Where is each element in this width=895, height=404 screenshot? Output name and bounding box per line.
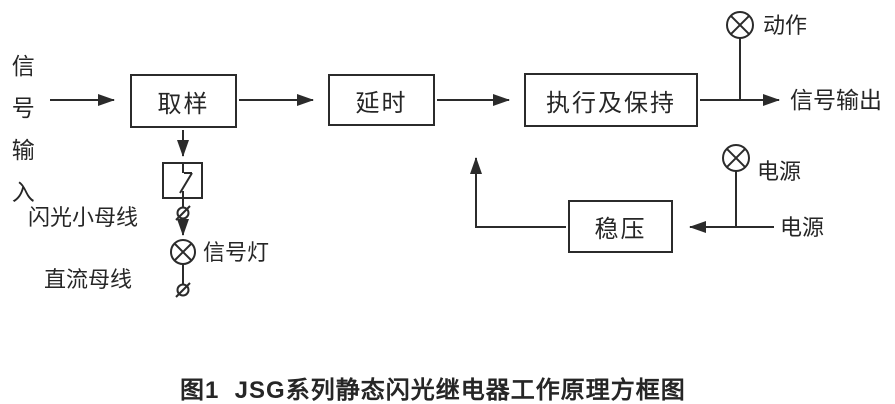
action-lamp-icon bbox=[726, 11, 754, 39]
block-sampling-label: 取样 bbox=[157, 90, 210, 118]
power-lamp-icon bbox=[722, 144, 750, 172]
power-source-label: 电源 bbox=[780, 215, 825, 240]
signal-lamp-icon bbox=[170, 239, 196, 265]
flash-bus-label: 闪光小母线 bbox=[28, 205, 139, 230]
switch-contact-icon bbox=[179, 163, 193, 207]
flash-bus-terminal-icon bbox=[175, 205, 191, 221]
signal-output-label: 信号输出 bbox=[790, 87, 882, 113]
arrow-regulator-feedback bbox=[470, 157, 566, 228]
signal-lamp-label: 信号灯 bbox=[203, 240, 270, 265]
dc-bus-terminal-icon bbox=[175, 282, 191, 298]
block-sampling: 取样 bbox=[130, 74, 237, 128]
block-execute-hold-label: 执行及保持 bbox=[546, 89, 676, 117]
signal-input-label: 信号输入 bbox=[8, 54, 35, 222]
block-delay: 延时 bbox=[328, 74, 435, 126]
block-voltage-regulator: 稳压 bbox=[568, 200, 673, 253]
block-execute-hold: 执行及保持 bbox=[524, 73, 698, 127]
power-lamp-label: 电源 bbox=[757, 159, 802, 184]
dc-bus-label: 直流母线 bbox=[44, 267, 133, 292]
action-lamp-label: 动作 bbox=[763, 13, 808, 38]
block-delay-label: 延时 bbox=[355, 89, 408, 117]
block-voltage-regulator-label: 稳压 bbox=[594, 216, 647, 243]
figure-caption: 图1 JSG系列静态闪光继电器工作原理方框图 bbox=[180, 377, 686, 404]
